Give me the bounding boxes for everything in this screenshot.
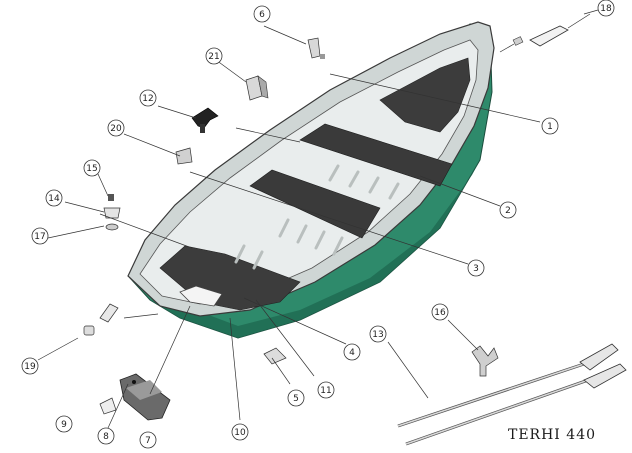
callout-15: 15 — [83, 159, 101, 177]
callout-number: 12 — [142, 94, 153, 104]
callout-circle — [97, 427, 115, 445]
callout-circle — [139, 431, 157, 449]
callout-circle — [343, 343, 361, 361]
callout-number: 6 — [259, 10, 265, 20]
bolt-part — [99, 303, 119, 323]
callout-circle — [21, 357, 39, 375]
callout-number: 18 — [600, 4, 612, 14]
callout-circle — [31, 227, 49, 245]
callout-number: 10 — [234, 428, 246, 438]
callout-10: 10 — [231, 423, 249, 441]
bung-plug-part — [83, 325, 95, 336]
callout-5: 5 — [287, 389, 305, 407]
callout-circle — [253, 5, 271, 23]
callout-number: 16 — [434, 308, 446, 318]
callout-7: 7 — [139, 431, 157, 449]
callout-circle — [83, 159, 101, 177]
callout-9: 9 — [55, 415, 73, 433]
callout-8: 8 — [97, 427, 115, 445]
callout-number: 17 — [34, 232, 45, 242]
callout-number: 9 — [61, 420, 67, 430]
callout-number: 8 — [103, 432, 109, 442]
callout-20: 20 — [107, 119, 125, 137]
bow-deck-panel — [379, 57, 471, 133]
callout-number: 15 — [86, 164, 97, 174]
callout-number: 2 — [505, 206, 511, 216]
callout-3: 3 — [467, 259, 485, 277]
transom-plate — [179, 285, 223, 307]
callout-2: 2 — [499, 201, 517, 219]
callout-circle — [467, 259, 485, 277]
oarlock-part — [191, 107, 219, 133]
callout-11: 11 — [317, 381, 335, 399]
callout-14: 14 — [45, 189, 63, 207]
motor-bracket-part — [119, 373, 171, 421]
callout-16: 16 — [431, 303, 449, 321]
callout-circle — [317, 381, 335, 399]
callout-21: 21 — [205, 47, 223, 65]
callout-circle — [431, 303, 449, 321]
bow-bracket-part — [307, 37, 325, 59]
callout-number: 13 — [372, 330, 383, 340]
floor-grating — [234, 164, 400, 270]
drain-plug-set — [103, 194, 121, 231]
wing-nut-part — [471, 345, 499, 377]
wedge-part — [99, 397, 117, 415]
callout-number: 5 — [293, 394, 299, 404]
callout-circle — [139, 89, 157, 107]
callout-number: 11 — [320, 386, 331, 396]
callout-circle — [369, 325, 387, 343]
callout-circle — [55, 415, 73, 433]
bow-handle-part — [499, 13, 591, 53]
callout-circle — [205, 47, 223, 65]
callout-circle — [231, 423, 249, 441]
callout-6: 6 — [253, 5, 271, 23]
callout-1: 1 — [541, 117, 559, 135]
callout-number: 14 — [48, 194, 60, 204]
callout-circle — [107, 119, 125, 137]
oars-pair — [397, 343, 627, 446]
callout-17: 17 — [31, 227, 49, 245]
boat-hull-assembly — [127, 21, 495, 339]
callout-12: 12 — [139, 89, 157, 107]
callout-number: 1 — [547, 122, 553, 132]
callout-circle — [287, 389, 305, 407]
callout-number: 19 — [24, 362, 36, 372]
callout-number: 7 — [145, 436, 151, 446]
oarlock-base-part — [175, 147, 193, 165]
cleat-bracket-part — [245, 75, 269, 101]
callout-circle — [45, 189, 63, 207]
callout-18: 18 — [597, 0, 615, 17]
callout-number: 4 — [349, 348, 355, 358]
callout-13: 13 — [369, 325, 387, 343]
callout-4: 4 — [343, 343, 361, 361]
hull-shadow — [150, 160, 480, 338]
middle-thwart-seat — [249, 169, 381, 239]
callout-circle — [541, 117, 559, 135]
front-thwart-seat — [299, 123, 453, 187]
callout-19: 19 — [21, 357, 39, 375]
callout-number: 20 — [110, 124, 122, 134]
callout-circle — [499, 201, 517, 219]
model-name-label: TERHI 440 — [508, 427, 597, 443]
callout-number: 21 — [208, 52, 219, 62]
clip-part — [263, 347, 287, 365]
callout-number: 3 — [473, 264, 479, 274]
callout-circle — [597, 0, 615, 17]
leader-lines — [37, 9, 599, 429]
